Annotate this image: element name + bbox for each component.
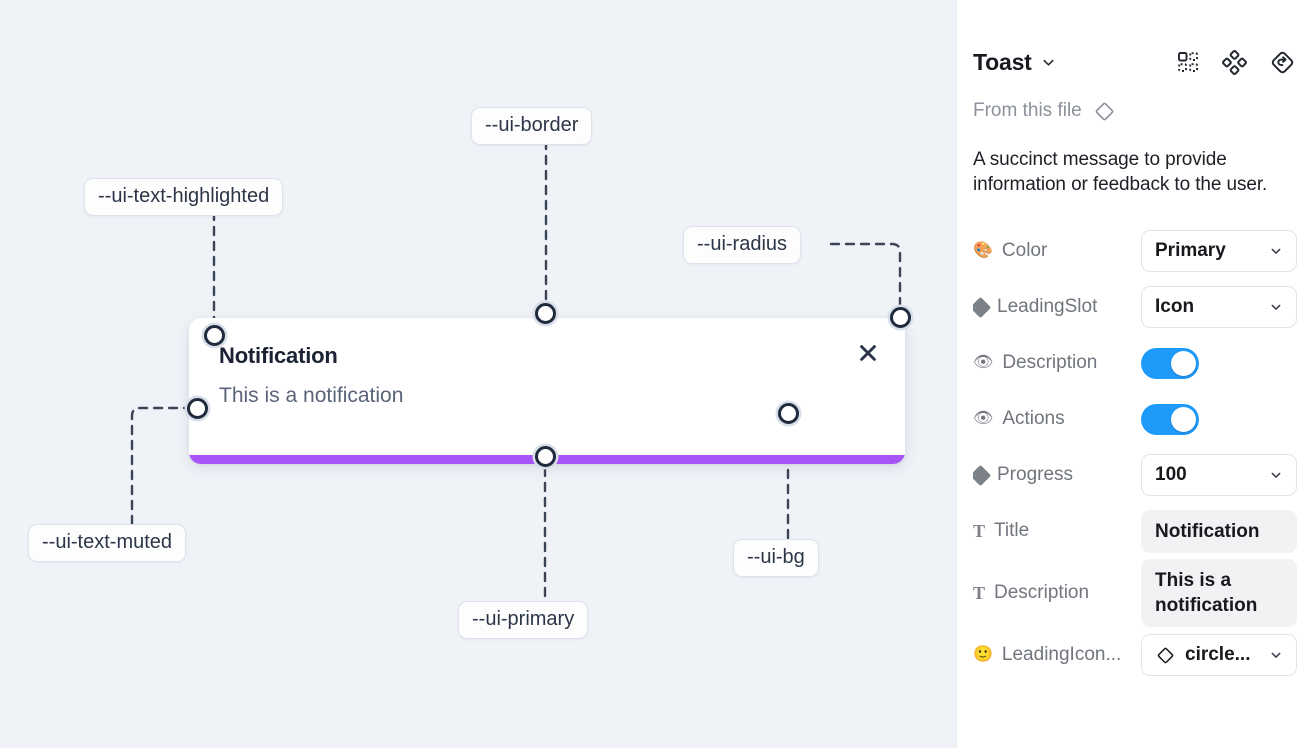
- property-name: LeadingSlot: [997, 296, 1098, 318]
- property-label-progress: Progress: [973, 464, 1141, 486]
- property-label-title: T Title: [973, 520, 1141, 542]
- annotation-pill-ui-radius[interactable]: --ui-radius: [683, 226, 802, 264]
- property-name: LeadingIcon...: [1001, 644, 1122, 666]
- eye-emoji-icon: 👁: [973, 410, 994, 428]
- annotation-pill-ui-primary[interactable]: --ui-primary: [458, 601, 589, 639]
- node-handle-ui-primary[interactable]: [535, 446, 556, 467]
- node-handle-ui-bg[interactable]: [778, 403, 799, 424]
- component-description: A succinct message to provide informatio…: [973, 149, 1268, 196]
- node-handle-ui-radius[interactable]: [890, 307, 911, 328]
- property-name: Title: [994, 520, 1030, 542]
- chevron-down-icon[interactable]: [1041, 55, 1056, 70]
- property-row-actions-toggle: 👁 Actions: [973, 391, 1296, 447]
- close-x-icon[interactable]: [855, 340, 881, 366]
- panel-header-actions: [1176, 49, 1296, 76]
- property-name: Progress: [997, 464, 1074, 486]
- toast-description: This is a notification: [219, 384, 404, 408]
- property-list: 🎨 Color Primary: [973, 223, 1297, 683]
- chevron-down-icon: [1269, 244, 1283, 258]
- properties-panel: Toast: [956, 0, 1312, 748]
- property-control: Icon: [1141, 286, 1297, 329]
- connector-ui-radius: [829, 242, 902, 311]
- property-label-description-text: T Description: [973, 582, 1141, 604]
- chevron-down-icon: [1269, 468, 1283, 482]
- title-input[interactable]: Notification: [1141, 509, 1297, 553]
- toggle-knob: [1171, 350, 1196, 376]
- select-value: 100: [1155, 464, 1187, 486]
- property-control: This is a notification: [1141, 559, 1297, 628]
- diamond-icon: [973, 464, 992, 486]
- property-control: Primary: [1141, 230, 1297, 273]
- toast-content: Notification This is a notification: [189, 318, 905, 408]
- text-glyph-icon: T: [973, 583, 986, 604]
- description-input[interactable]: This is a notification: [1141, 559, 1297, 628]
- property-label-actions: 👁 Actions: [973, 408, 1141, 430]
- panel-title: Toast: [973, 48, 1032, 75]
- property-name: Color: [1001, 240, 1048, 262]
- property-name: Description: [1002, 352, 1098, 374]
- from-this-file-label: From this file: [973, 100, 1082, 121]
- chevron-down-icon: [1269, 648, 1283, 662]
- node-handle-ui-text-highlighted[interactable]: [204, 325, 225, 346]
- component-cluster-icon[interactable]: [1222, 49, 1247, 75]
- leadingicon-select[interactable]: circle...: [1141, 634, 1297, 677]
- property-row-color: 🎨 Color Primary: [973, 223, 1297, 279]
- color-select[interactable]: Primary: [1141, 230, 1297, 273]
- diamond-component-icon: [1155, 645, 1176, 666]
- from-this-file-row: From this file: [973, 98, 1296, 124]
- property-control: [1141, 403, 1297, 435]
- select-value: Icon: [1155, 296, 1195, 318]
- diamond-component-icon[interactable]: [1093, 100, 1116, 123]
- property-name: Actions: [1002, 408, 1065, 430]
- property-row-leadingicon: 🙂 LeadingIcon... circle...: [973, 627, 1297, 683]
- property-label-description: 👁 Description: [973, 352, 1141, 374]
- annotation-pill-ui-border[interactable]: --ui-border: [471, 107, 593, 145]
- leadingslot-select[interactable]: Icon: [1141, 286, 1297, 329]
- property-control: 100: [1141, 454, 1297, 497]
- eye-emoji-icon: 👁: [973, 354, 994, 372]
- select-value: Primary: [1155, 240, 1226, 262]
- design-canvas[interactable]: Notification This is a notification --ui…: [0, 0, 956, 748]
- node-handle-ui-text-muted[interactable]: [187, 398, 208, 419]
- annotation-pill-ui-text-muted[interactable]: --ui-text-muted: [28, 524, 187, 562]
- text-glyph-icon: T: [973, 521, 986, 542]
- actions-toggle[interactable]: [1141, 403, 1199, 435]
- variants-grid-icon[interactable]: [1176, 50, 1200, 74]
- property-name: Description: [994, 582, 1090, 604]
- property-label-leadingicon: 🙂 LeadingIcon...: [973, 644, 1141, 666]
- property-label-leadingslot: LeadingSlot: [973, 296, 1141, 318]
- panel-header: Toast: [973, 34, 1296, 90]
- description-toggle[interactable]: [1141, 347, 1199, 379]
- property-row-title: T Title Notification: [973, 503, 1297, 559]
- toggle-knob: [1171, 406, 1196, 432]
- chevron-down-icon: [1269, 300, 1283, 314]
- progress-select[interactable]: 100: [1141, 454, 1297, 497]
- property-row-description-toggle: 👁 Description: [973, 335, 1296, 391]
- annotation-pill-ui-text-highlighted[interactable]: --ui-text-highlighted: [84, 178, 284, 216]
- select-value: circle...: [1185, 644, 1251, 666]
- smiley-emoji-icon: 🙂: [973, 646, 993, 664]
- property-row-leadingslot: LeadingSlot Icon: [973, 279, 1297, 335]
- connector-ui-text-muted: [130, 406, 190, 526]
- toast-title: Notification: [219, 343, 338, 368]
- property-control: circle...: [1141, 634, 1297, 677]
- property-label-color: 🎨 Color: [973, 240, 1141, 262]
- palette-emoji-icon: 🎨: [973, 242, 993, 260]
- property-row-progress: Progress 100: [973, 447, 1297, 503]
- property-row-description-text: T Description This is a notification: [973, 559, 1297, 628]
- reset-instance-icon[interactable]: [1269, 49, 1296, 76]
- node-handle-ui-border[interactable]: [535, 303, 556, 324]
- property-control: [1141, 347, 1297, 379]
- diamond-icon: [973, 296, 992, 318]
- property-control: Notification: [1141, 509, 1297, 553]
- toast-preview-card[interactable]: Notification This is a notification: [189, 318, 905, 464]
- annotation-pill-ui-bg[interactable]: --ui-bg: [733, 539, 819, 577]
